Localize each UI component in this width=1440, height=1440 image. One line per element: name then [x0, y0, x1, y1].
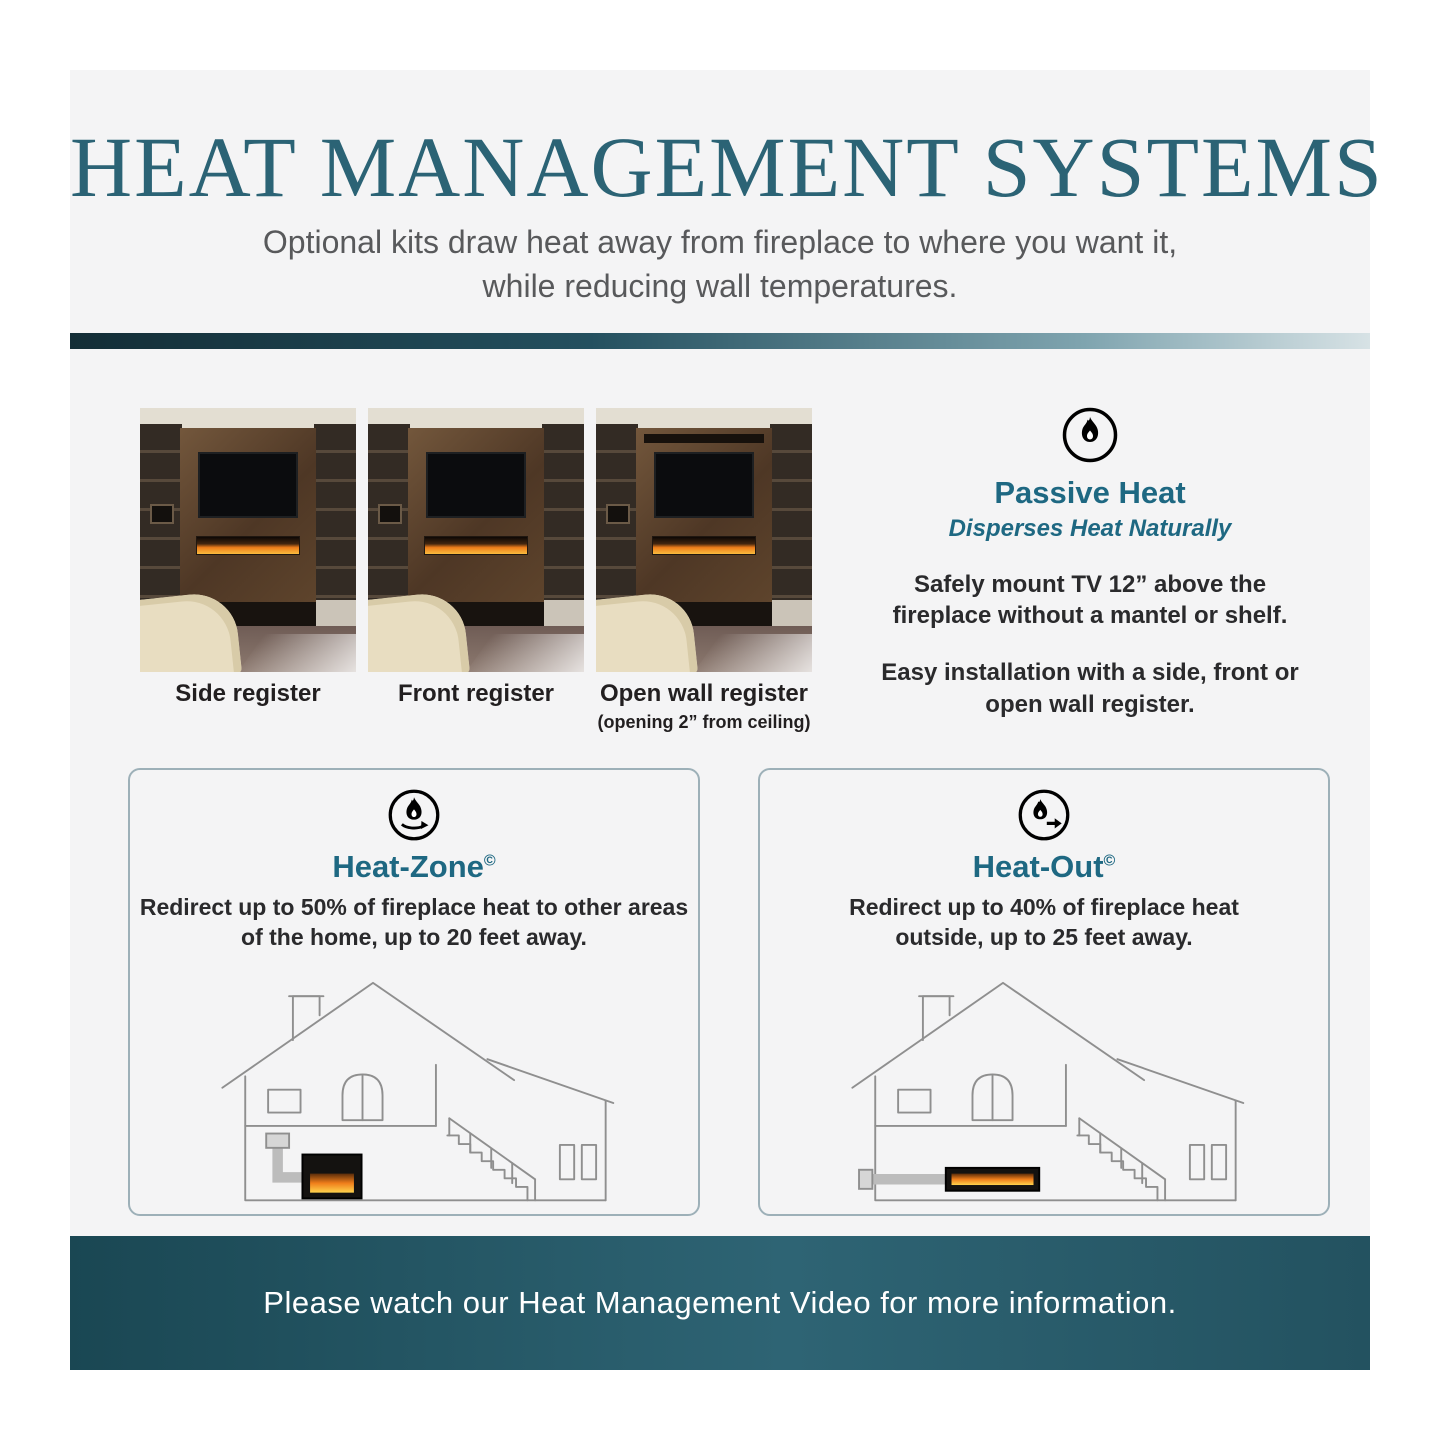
caption-open-wall-register-text: Open wall register: [599, 680, 809, 707]
passive-heat-point-2: Easy installation with a side, front or …: [881, 659, 1299, 718]
photo-open-wall-register: [596, 408, 812, 672]
open-wall-register-slot: [644, 434, 764, 443]
heat-zone-house-diagram: [221, 981, 615, 1202]
footer-message: Please watch our Heat Management Video f…: [263, 1285, 1177, 1320]
subtitle-line-1: Optional kits draw heat away from firepl…: [262, 224, 1178, 260]
caption-front-register: Front register: [397, 680, 555, 707]
linear-fireplace: [196, 536, 300, 555]
heat-zone-title: Heat-Zone©: [130, 849, 698, 885]
passive-heat-point-1: Safely mount TV 12” above the fireplace …: [892, 571, 1288, 630]
heat-zone-title-text: Heat-Zone: [332, 849, 484, 884]
right-shelving: [542, 424, 584, 600]
linear-fireplace: [424, 536, 528, 555]
gradient-divider-bar: [70, 333, 1370, 349]
passive-heat-title: Passive Heat: [994, 475, 1186, 510]
content-area: HEAT MANAGEMENT SYSTEMS Optional kits dr…: [70, 70, 1384, 1370]
heat-out-house-diagram: [851, 981, 1245, 1202]
heat-zone-description: Redirect up to 50% of fireplace heat to …: [139, 894, 689, 950]
photo-side-register: [140, 408, 356, 672]
heat-zone-copyright: ©: [483, 852, 496, 870]
picture-frame: [378, 504, 402, 524]
heat-out-title-text: Heat-Out: [972, 849, 1104, 884]
heat-out-icon: [1017, 788, 1071, 847]
picture-frame: [150, 504, 174, 524]
photo-front-register: [368, 408, 584, 672]
caption-open-wall-register: Open wall register (opening 2” from ceil…: [576, 680, 832, 732]
heat-out-card: Heat-Out© Redirect up to 40% of fireplac…: [758, 768, 1330, 1216]
passive-heat-flame-icon: [1061, 406, 1119, 469]
subtitle-line-2: while reducing wall temperatures.: [482, 268, 958, 305]
heat-zone-icon: [387, 788, 441, 847]
passive-heat-section: Passive Heat Disperses Heat Naturally Sa…: [830, 406, 1350, 720]
picture-frame: [606, 504, 630, 524]
heat-out-title: Heat-Out©: [760, 849, 1328, 885]
tv: [654, 452, 754, 518]
caption-side-register: Side register: [175, 680, 321, 707]
footer-bar: Please watch our Heat Management Video f…: [70, 1236, 1370, 1370]
linear-fireplace: [652, 536, 756, 555]
caption-open-wall-register-note: (opening 2” from ceiling): [597, 711, 811, 732]
page-title: HEAT MANAGEMENT SYSTEMS: [70, 119, 1384, 215]
right-shelving: [314, 424, 356, 600]
page-subtitle: Optional kits draw heat away from firepl…: [70, 220, 1370, 308]
right-shelving: [770, 424, 812, 600]
heat-out-copyright: ©: [1103, 852, 1116, 870]
passive-heat-tagline: Disperses Heat Naturally: [948, 515, 1232, 542]
heat-zone-card: Heat-Zone© Redirect up to 50% of firepla…: [128, 768, 700, 1216]
tv: [198, 452, 298, 518]
tv: [426, 452, 526, 518]
heat-out-description: Redirect up to 40% of fireplace heat out…: [849, 894, 1239, 950]
